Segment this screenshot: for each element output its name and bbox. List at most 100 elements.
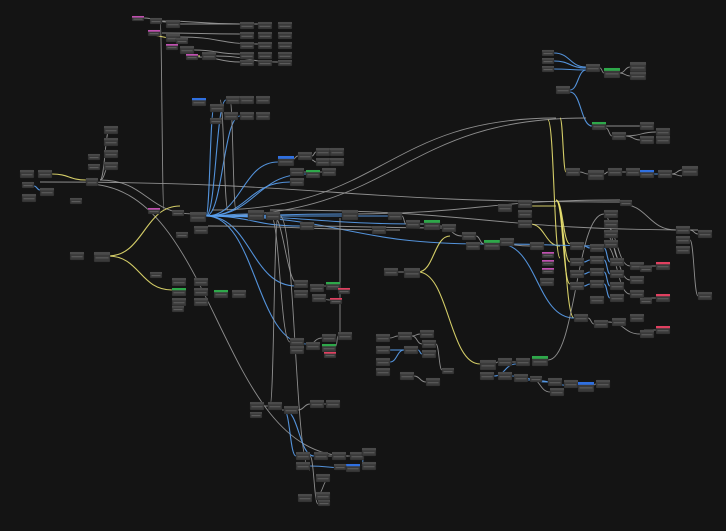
- graph-node[interactable]: [329, 147, 345, 157]
- graph-node[interactable]: [593, 319, 609, 329]
- graph-node[interactable]: [541, 65, 555, 73]
- graph-node[interactable]: [577, 381, 595, 393]
- graph-node[interactable]: [329, 297, 343, 305]
- graph-node[interactable]: [497, 371, 513, 381]
- graph-node[interactable]: [589, 279, 605, 289]
- graph-node[interactable]: [329, 157, 345, 167]
- graph-node[interactable]: [103, 149, 119, 159]
- graph-node[interactable]: [387, 211, 403, 221]
- graph-node[interactable]: [399, 371, 415, 381]
- graph-node[interactable]: [349, 451, 365, 461]
- graph-node[interactable]: [315, 491, 331, 501]
- graph-node[interactable]: [675, 225, 691, 235]
- graph-node[interactable]: [517, 199, 533, 209]
- graph-node[interactable]: [529, 241, 545, 251]
- graph-node[interactable]: [193, 287, 209, 297]
- graph-node[interactable]: [629, 275, 645, 285]
- graph-node[interactable]: [69, 251, 85, 261]
- graph-node[interactable]: [461, 231, 477, 241]
- graph-node[interactable]: [611, 317, 627, 327]
- graph-node[interactable]: [149, 271, 163, 279]
- graph-node[interactable]: [239, 111, 255, 121]
- graph-node[interactable]: [531, 355, 549, 367]
- graph-node[interactable]: [589, 243, 605, 253]
- graph-node[interactable]: [573, 313, 589, 323]
- graph-node[interactable]: [565, 167, 581, 177]
- graph-node[interactable]: [513, 373, 529, 383]
- graph-node[interactable]: [331, 451, 347, 461]
- graph-node[interactable]: [175, 37, 189, 45]
- graph-node[interactable]: [345, 463, 361, 473]
- graph-node[interactable]: [257, 51, 273, 60]
- graph-node[interactable]: [607, 167, 623, 177]
- graph-node[interactable]: [277, 41, 293, 50]
- graph-node[interactable]: [289, 177, 305, 187]
- graph-node[interactable]: [171, 277, 187, 287]
- graph-node[interactable]: [257, 31, 273, 40]
- graph-node[interactable]: [85, 177, 99, 187]
- graph-node[interactable]: [419, 329, 435, 339]
- graph-node[interactable]: [639, 265, 653, 273]
- graph-node[interactable]: [321, 343, 337, 353]
- graph-node[interactable]: [609, 281, 625, 291]
- graph-node[interactable]: [299, 221, 315, 231]
- graph-node[interactable]: [541, 259, 555, 267]
- graph-node[interactable]: [541, 267, 555, 275]
- graph-node[interactable]: [193, 277, 209, 287]
- graph-node[interactable]: [293, 279, 309, 289]
- graph-node[interactable]: [87, 153, 101, 161]
- graph-node[interactable]: [603, 239, 619, 249]
- graph-node[interactable]: [371, 225, 387, 235]
- graph-node[interactable]: [257, 59, 273, 67]
- graph-node[interactable]: [171, 209, 185, 217]
- graph-node[interactable]: [175, 231, 189, 239]
- graph-node[interactable]: [239, 59, 255, 67]
- graph-node[interactable]: [655, 293, 671, 303]
- graph-node[interactable]: [563, 379, 579, 389]
- graph-node[interactable]: [517, 209, 533, 219]
- graph-node[interactable]: [629, 313, 645, 323]
- graph-node[interactable]: [589, 295, 605, 305]
- graph-node[interactable]: [499, 237, 515, 247]
- graph-node[interactable]: [325, 281, 341, 291]
- graph-node[interactable]: [479, 359, 497, 371]
- graph-node[interactable]: [317, 499, 331, 507]
- graph-node[interactable]: [547, 377, 563, 387]
- graph-node[interactable]: [569, 257, 585, 267]
- graph-node[interactable]: [375, 345, 391, 355]
- graph-node[interactable]: [541, 57, 555, 65]
- graph-node[interactable]: [483, 239, 501, 251]
- graph-node[interactable]: [675, 235, 691, 245]
- graph-node[interactable]: [609, 257, 625, 267]
- graph-node[interactable]: [337, 287, 351, 295]
- graph-node[interactable]: [657, 169, 673, 179]
- graph-node[interactable]: [249, 411, 263, 419]
- graph-node[interactable]: [213, 289, 229, 299]
- graph-node[interactable]: [639, 297, 653, 305]
- graph-node[interactable]: [375, 357, 391, 367]
- graph-node[interactable]: [305, 341, 321, 351]
- graph-node[interactable]: [315, 157, 331, 167]
- graph-node[interactable]: [681, 165, 699, 177]
- graph-node[interactable]: [611, 131, 627, 141]
- graph-node[interactable]: [87, 163, 101, 171]
- graph-node[interactable]: [589, 267, 605, 277]
- graph-node[interactable]: [231, 289, 247, 299]
- graph-node[interactable]: [341, 209, 359, 221]
- graph-node[interactable]: [585, 63, 601, 73]
- graph-node[interactable]: [209, 117, 223, 125]
- graph-node[interactable]: [21, 193, 37, 203]
- graph-node[interactable]: [629, 71, 647, 81]
- graph-node[interactable]: [639, 329, 655, 339]
- graph-node[interactable]: [333, 463, 347, 471]
- graph-node[interactable]: [191, 97, 207, 107]
- graph-node[interactable]: [569, 281, 585, 291]
- graph-node[interactable]: [555, 85, 571, 95]
- graph-node[interactable]: [171, 305, 185, 313]
- graph-node[interactable]: [239, 21, 255, 30]
- graph-node[interactable]: [189, 211, 207, 223]
- graph-node[interactable]: [541, 251, 555, 259]
- graph-node[interactable]: [383, 267, 399, 277]
